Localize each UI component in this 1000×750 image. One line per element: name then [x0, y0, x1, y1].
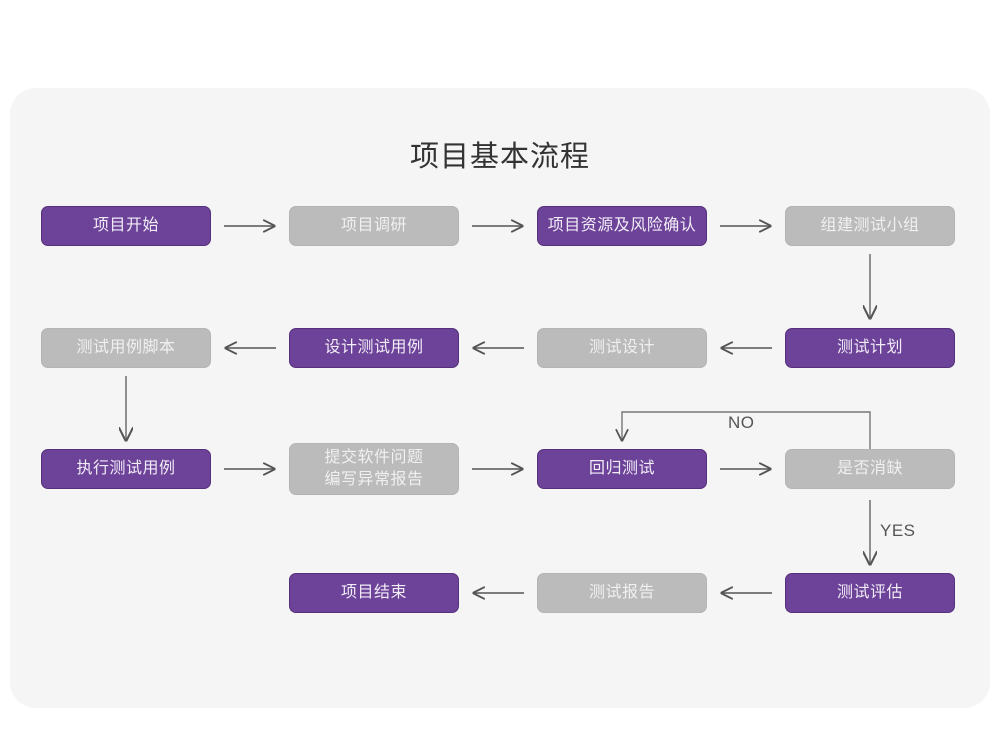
- node-test-report[interactable]: 测试报告: [537, 573, 707, 613]
- node-test-plan[interactable]: 测试计划: [785, 328, 955, 368]
- node-defect-resolved[interactable]: 是否消缺: [785, 449, 955, 489]
- node-form-test-team[interactable]: 组建测试小组: [785, 206, 955, 246]
- node-submit-defect-report[interactable]: 提交软件问题 编写异常报告: [289, 443, 459, 495]
- node-design-test-cases[interactable]: 设计测试用例: [289, 328, 459, 368]
- edge-label-no: NO: [728, 413, 755, 432]
- node-regression-test[interactable]: 回归测试: [537, 449, 707, 489]
- node-test-design[interactable]: 测试设计: [537, 328, 707, 368]
- node-project-research[interactable]: 项目调研: [289, 206, 459, 246]
- node-test-evaluation[interactable]: 测试评估: [785, 573, 955, 613]
- flowchart-canvas: [10, 88, 990, 708]
- edge-label-yes: YES: [880, 521, 916, 540]
- node-project-start[interactable]: 项目开始: [41, 206, 211, 246]
- node-resource-risk-confirm[interactable]: 项目资源及风险确认: [537, 206, 707, 246]
- page-title: 项目基本流程: [409, 141, 590, 173]
- node-test-case-scripts[interactable]: 测试用例脚本: [41, 328, 211, 368]
- node-execute-test-cases[interactable]: 执行测试用例: [41, 449, 211, 489]
- node-project-end[interactable]: 项目结束: [289, 573, 459, 613]
